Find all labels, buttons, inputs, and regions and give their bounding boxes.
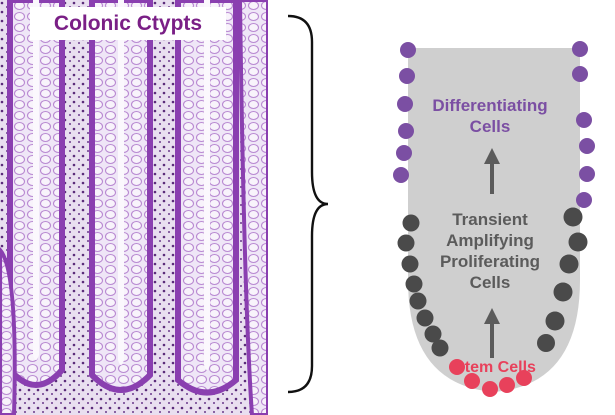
proliferating-cell: [431, 339, 449, 357]
stem-cell: [464, 373, 480, 389]
proliferating-cell: [416, 309, 434, 327]
proliferating-cell: [553, 282, 573, 302]
label-line: Differentiating: [432, 96, 548, 115]
differentiating-cells-label: Differentiating Cells: [405, 95, 575, 137]
stem-cell: [499, 377, 515, 393]
differentiating-cell: [393, 167, 409, 183]
differentiating-cell: [572, 41, 588, 57]
label-line: Proliferating: [439, 252, 541, 271]
arrow-up-proliferating: [484, 308, 500, 358]
differentiating-cells: [393, 41, 595, 208]
histology-image: [0, 0, 268, 415]
differentiating-cell: [576, 112, 592, 128]
differentiating-cell: [400, 42, 416, 58]
curly-brace: [287, 14, 329, 394]
differentiating-cell: [579, 138, 595, 154]
stem-cells-label: Stem Cells: [454, 359, 536, 376]
proliferating-cell: [424, 325, 442, 343]
arrow-up-differentiating: [484, 148, 500, 194]
differentiating-cell: [396, 145, 412, 161]
proliferating-cells: [397, 207, 588, 357]
differentiating-cell: [572, 66, 588, 82]
proliferating-cell: [405, 275, 423, 293]
label-line: Cells: [469, 117, 511, 136]
transient-amplifying-label: Transient Amplifying Proliferating Cells: [415, 209, 565, 293]
stem-cell: [482, 381, 498, 397]
proliferating-cell: [537, 334, 555, 352]
proliferating-cell: [563, 207, 583, 227]
crypt-body: [408, 48, 580, 392]
crypt-diagram: [393, 41, 595, 397]
image-title: Colonic Ctypts: [30, 7, 226, 40]
proliferating-cell: [401, 255, 419, 273]
proliferating-cell: [409, 292, 427, 310]
label-line: Transient: [452, 210, 528, 229]
differentiating-cell: [576, 192, 592, 208]
differentiating-cell: [398, 123, 414, 139]
proliferating-cell: [559, 254, 579, 274]
stem-cell: [449, 359, 465, 375]
label-line: Amplifying: [446, 231, 534, 250]
differentiating-cell: [397, 96, 413, 112]
label-line: Cells: [469, 273, 511, 292]
proliferating-cell: [545, 311, 565, 331]
proliferating-cell: [568, 232, 588, 252]
proliferating-cell: [402, 214, 420, 232]
differentiating-cell: [399, 68, 415, 84]
proliferating-cell: [397, 234, 415, 252]
crypt-columns: [0, 0, 268, 415]
differentiating-cell: [579, 166, 595, 182]
stem-cells: [449, 359, 532, 397]
stem-cell: [516, 370, 532, 386]
